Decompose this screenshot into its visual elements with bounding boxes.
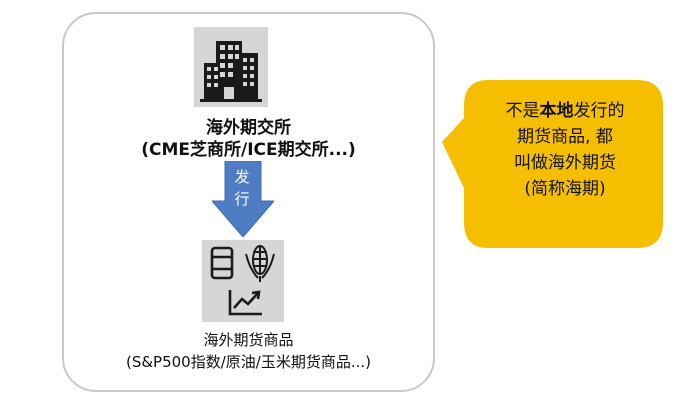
product-title: 海外期货商品 [203, 331, 294, 349]
corn-icon [245, 245, 275, 282]
callout-line-4: (简称海期) [524, 179, 606, 199]
callout-bubble [442, 80, 663, 248]
arrow-label-char-1: 发 [234, 168, 250, 186]
exchange-icon-tile [194, 27, 268, 107]
oil-barrel-icon [210, 246, 234, 280]
callout-line-1: 不是本地发行的 [505, 101, 625, 121]
callout-line-3: 叫做海外期货 [514, 153, 616, 173]
callout-line-2: 期货商品, 都 [517, 127, 613, 147]
office-buildings-icon [200, 41, 262, 102]
callout-text: 不是本地发行的 期货商品, 都 叫做海外期货 (简称海期) [475, 98, 655, 202]
issue-arrow [212, 161, 274, 237]
exchange-subtitle: (CME芝商所/ICE期交所...) [141, 140, 356, 160]
product-subtitle: (S&P500指数/原油/玉米期货商品...) [125, 353, 371, 371]
callout-emphasis: 本地 [539, 101, 574, 121]
arrow-label-char-2: 行 [234, 190, 250, 208]
exchange-title: 海外期交所 [206, 118, 291, 138]
rising-chart-icon [228, 290, 262, 316]
product-icon-tile [202, 240, 284, 322]
